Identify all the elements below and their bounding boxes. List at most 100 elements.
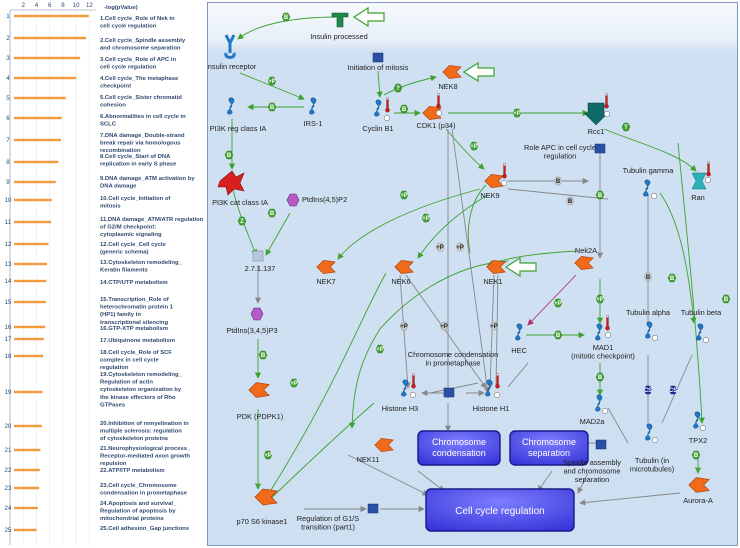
x-tick-label: 2	[22, 2, 26, 9]
category-label: (HP1) family in	[100, 312, 141, 318]
category-label: 15.Transcription_Role of	[100, 297, 169, 303]
process-node-initiation-of-mitosis[interactable]	[372, 52, 384, 63]
category-label: 9.DNA damage_ATM activation by	[100, 176, 195, 182]
y-tick-label: 6	[6, 115, 10, 122]
category-label: 5.Cell cycle_Sister chromatid	[100, 95, 182, 101]
protein-rcc1[interactable]	[583, 102, 609, 126]
mechanism-z-icon	[237, 216, 247, 226]
category-label: 20.Inhibition of remyelination in	[100, 421, 189, 427]
mechanism-binding-icon	[267, 208, 277, 218]
category-label: recombination	[100, 148, 141, 154]
mechanism-label: B	[556, 179, 561, 185]
mechanism-label: ?	[396, 86, 400, 92]
mechanism-label: B	[598, 375, 603, 381]
mechanism-phospho-icon	[435, 242, 445, 252]
process-node-regulation-g1s[interactable]	[367, 503, 379, 514]
network-object-badge-icon	[604, 110, 611, 117]
network-object-badge-icon	[409, 392, 416, 399]
mechanism-label: +P	[400, 324, 408, 330]
receptor-icon[interactable]	[224, 34, 236, 59]
y-tick-label: 12	[5, 241, 12, 248]
enzyme-node[interactable]	[252, 250, 264, 262]
mechanism-label: +P	[440, 324, 448, 330]
category-label: GTPases	[100, 402, 126, 408]
category-label: 21.Neurophysiological process_	[100, 446, 191, 452]
label-histone-h1: Histone H1	[473, 404, 510, 413]
mechanism-phospho-icon	[455, 242, 465, 252]
category-label: 8.Cell cycle_Start of DNA	[100, 154, 171, 160]
mechanism-label: B	[598, 193, 603, 199]
process-node-spindle-assembly[interactable]	[595, 439, 607, 450]
label-nek8: NEK8	[438, 82, 457, 91]
label-tpx2: TPX2	[689, 436, 707, 445]
bar	[14, 354, 44, 358]
bar	[14, 116, 62, 120]
process-box-chrom-separation[interactable]	[509, 430, 589, 466]
bar	[14, 160, 59, 164]
category-label: Keratin filaments	[100, 268, 149, 274]
compound-ptdins45p2[interactable]	[286, 193, 300, 207]
label-irs1: IRS-1	[304, 119, 323, 128]
y-tick-label: 19	[5, 389, 12, 396]
category-label: 17.Ubiquinone metabolism	[100, 338, 175, 344]
mechanism-cs-icon	[643, 385, 653, 395]
process-node-role-apc[interactable]	[594, 143, 606, 154]
chart-title: -log(pValue)	[104, 5, 138, 11]
mechanism-label: CS	[669, 388, 677, 394]
protein-pi3k-cat[interactable]	[217, 170, 245, 196]
label-nek7: NEK7	[316, 277, 335, 286]
category-label: cytoplasmic signaling	[100, 232, 162, 238]
mechanism-phospho-icon	[595, 294, 605, 304]
y-tick-label: 3	[6, 55, 10, 62]
compound-ptdins345p3[interactable]	[250, 307, 264, 321]
mechanism-unknown-icon	[393, 83, 403, 93]
category-label: 11.DNA damage_ATM/ATR regulation	[100, 217, 204, 223]
category-label: mitosis	[100, 204, 121, 210]
mechanism-label: B	[556, 333, 561, 339]
mechanism-cs-icon	[668, 385, 678, 395]
mechanism-label: +P	[456, 245, 464, 251]
y-tick-label: 14	[5, 278, 12, 285]
process-box-chrom-condensation[interactable]	[417, 430, 501, 466]
label-tubulin-alpha: Tubulin alpha	[626, 308, 671, 317]
mechanism-binding-icon	[553, 176, 563, 186]
category-label: 25.Cell adhesion_Gap junctions	[100, 526, 190, 532]
mechanism-label: B	[227, 153, 232, 159]
protein-ran[interactable]	[691, 172, 707, 190]
y-tick-label: 11	[5, 219, 12, 226]
category-label: 1.Cell cycle_Role of Nek in	[100, 16, 175, 22]
network-object-badge-icon	[703, 337, 710, 344]
bar	[14, 424, 42, 428]
category-label: 7.DNA damage_Double-strand	[100, 133, 185, 139]
y-tick-label: 5	[6, 95, 10, 102]
bar	[14, 468, 40, 472]
mechanism-binding-icon	[595, 372, 605, 382]
category-label: complex in cell cycle	[100, 358, 159, 364]
mechanism-label: +P	[513, 111, 521, 117]
process-box-cell-cycle-reg[interactable]	[425, 488, 575, 532]
ligand-icon[interactable]	[331, 12, 349, 28]
mechanism-label: CS	[644, 388, 652, 394]
network-object-badge-icon	[700, 425, 707, 432]
category-label: Receptor-mediated axon growth	[100, 454, 190, 460]
category-label: (generic schema)	[100, 250, 148, 256]
mechanism-label: +P	[400, 193, 408, 199]
process-node-chromosome-condensation[interactable]	[443, 387, 455, 398]
x-tick-label: 8	[61, 2, 65, 9]
y-tick-label: 7	[6, 137, 10, 144]
mechanism-binding-icon	[258, 350, 268, 360]
bar	[14, 325, 46, 329]
bar	[14, 96, 66, 100]
mechanism-label: B	[261, 353, 266, 359]
category-label: of G2/M checkpoint:	[100, 225, 156, 231]
y-tick-label: 2	[6, 35, 10, 42]
bar	[14, 14, 89, 18]
y-tick-label: 18	[5, 353, 12, 360]
label-pdk: PDK (PDPK1)	[237, 412, 283, 421]
mechanism-label: B	[270, 211, 275, 217]
y-tick-label: 25	[5, 527, 12, 534]
label-mad1: MAD1(mitotic checkpoint)	[571, 343, 635, 361]
